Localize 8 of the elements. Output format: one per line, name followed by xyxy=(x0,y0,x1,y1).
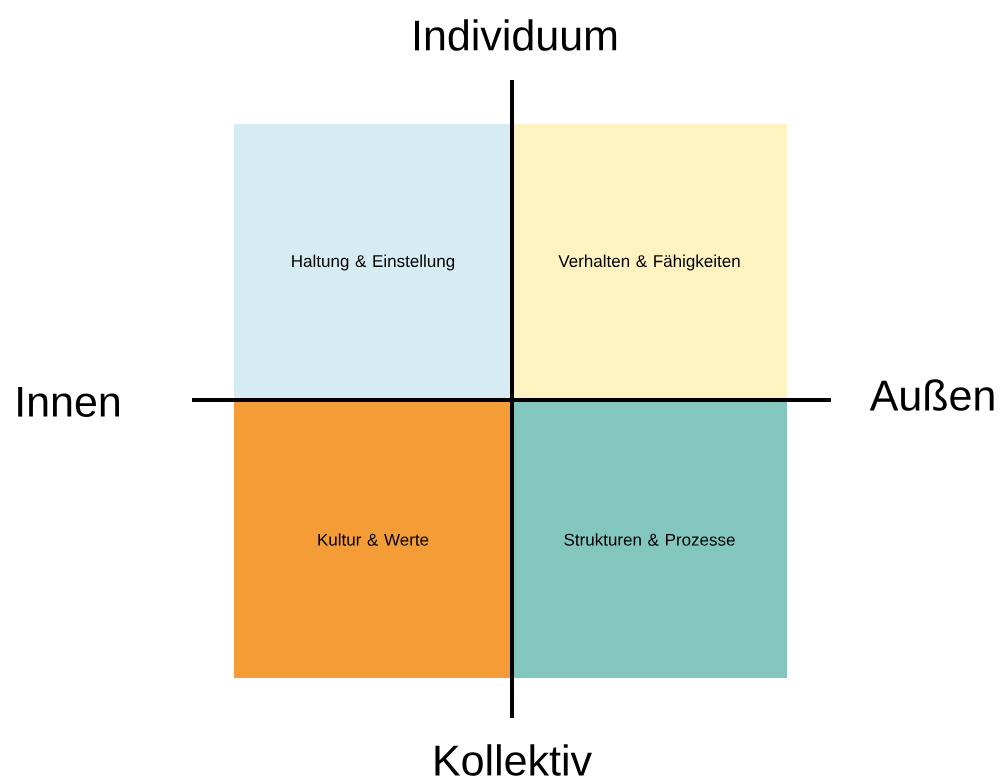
quadrant-box: Strukturen & Prozesse xyxy=(512,401,787,678)
axis-label: Individuum xyxy=(415,19,617,51)
quadrant-box: Kultur & Werte xyxy=(234,401,512,678)
axis-label: Außen xyxy=(869,379,994,411)
quadrant-box: Verhalten & Fähigkeiten xyxy=(512,124,787,401)
axis-label: Innen xyxy=(18,387,119,417)
axis-label: Kollektiv xyxy=(435,744,592,776)
quadrant-box: Haltung & Einstellung xyxy=(234,124,512,401)
